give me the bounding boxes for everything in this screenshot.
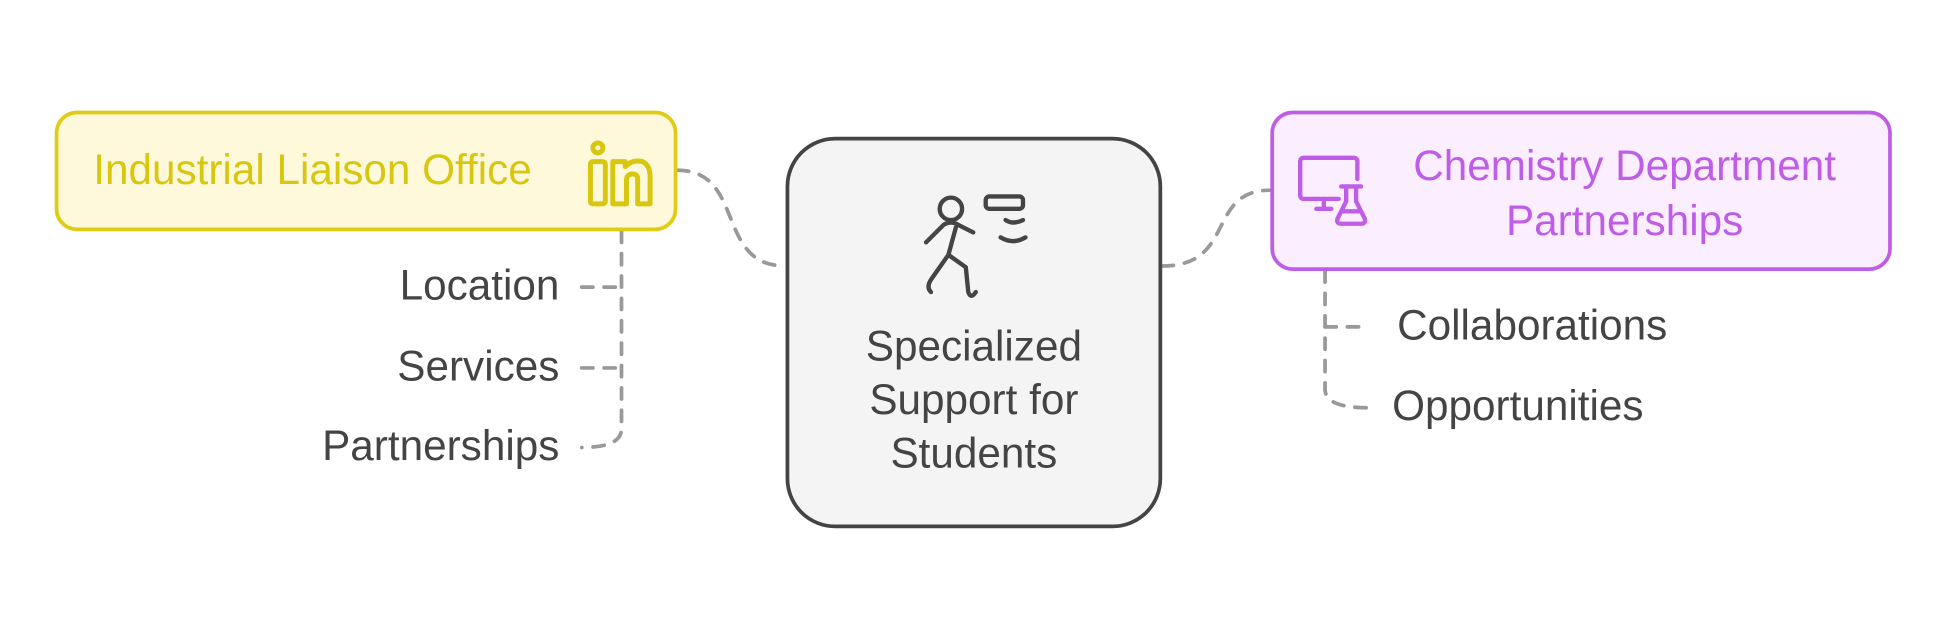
- node-title: Chemistry Department Partnerships: [1374, 139, 1876, 248]
- leaf-partnerships[interactable]: Partnerships: [322, 422, 560, 470]
- linkedin-icon: [587, 140, 653, 207]
- central-topic-text: Specialized Support for Students: [789, 321, 1158, 481]
- leaf-opportunities[interactable]: Opportunities: [1392, 382, 1644, 431]
- connector-left-center: [675, 168, 788, 268]
- leaf-services[interactable]: Services: [397, 343, 560, 391]
- title-line-1: Chemistry Department: [1413, 142, 1836, 191]
- connector-left-children: [579, 229, 624, 450]
- connector-right-children: [1323, 269, 1370, 410]
- leaf-collaborations[interactable]: Collaborations: [1397, 302, 1668, 350]
- running-person-icon: [923, 194, 1028, 298]
- connector-center-right: [1160, 188, 1273, 268]
- leaf-location[interactable]: Location: [399, 262, 560, 310]
- industrial-liaison-office-node[interactable]: Industrial Liaison Office: [54, 110, 678, 232]
- computer-flask-icon: [1298, 155, 1368, 226]
- chemistry-department-node[interactable]: Chemistry Department Partnerships: [1270, 110, 1892, 271]
- central-topic-node[interactable]: Specialized Support for Students: [785, 136, 1163, 529]
- central-line-2: Support for: [869, 376, 1079, 424]
- central-line-3: Students: [890, 430, 1058, 478]
- title-line-2: Partnerships: [1505, 197, 1744, 245]
- central-line-1: Specialized: [865, 323, 1082, 371]
- node-title: Industrial Liaison Office: [93, 146, 532, 194]
